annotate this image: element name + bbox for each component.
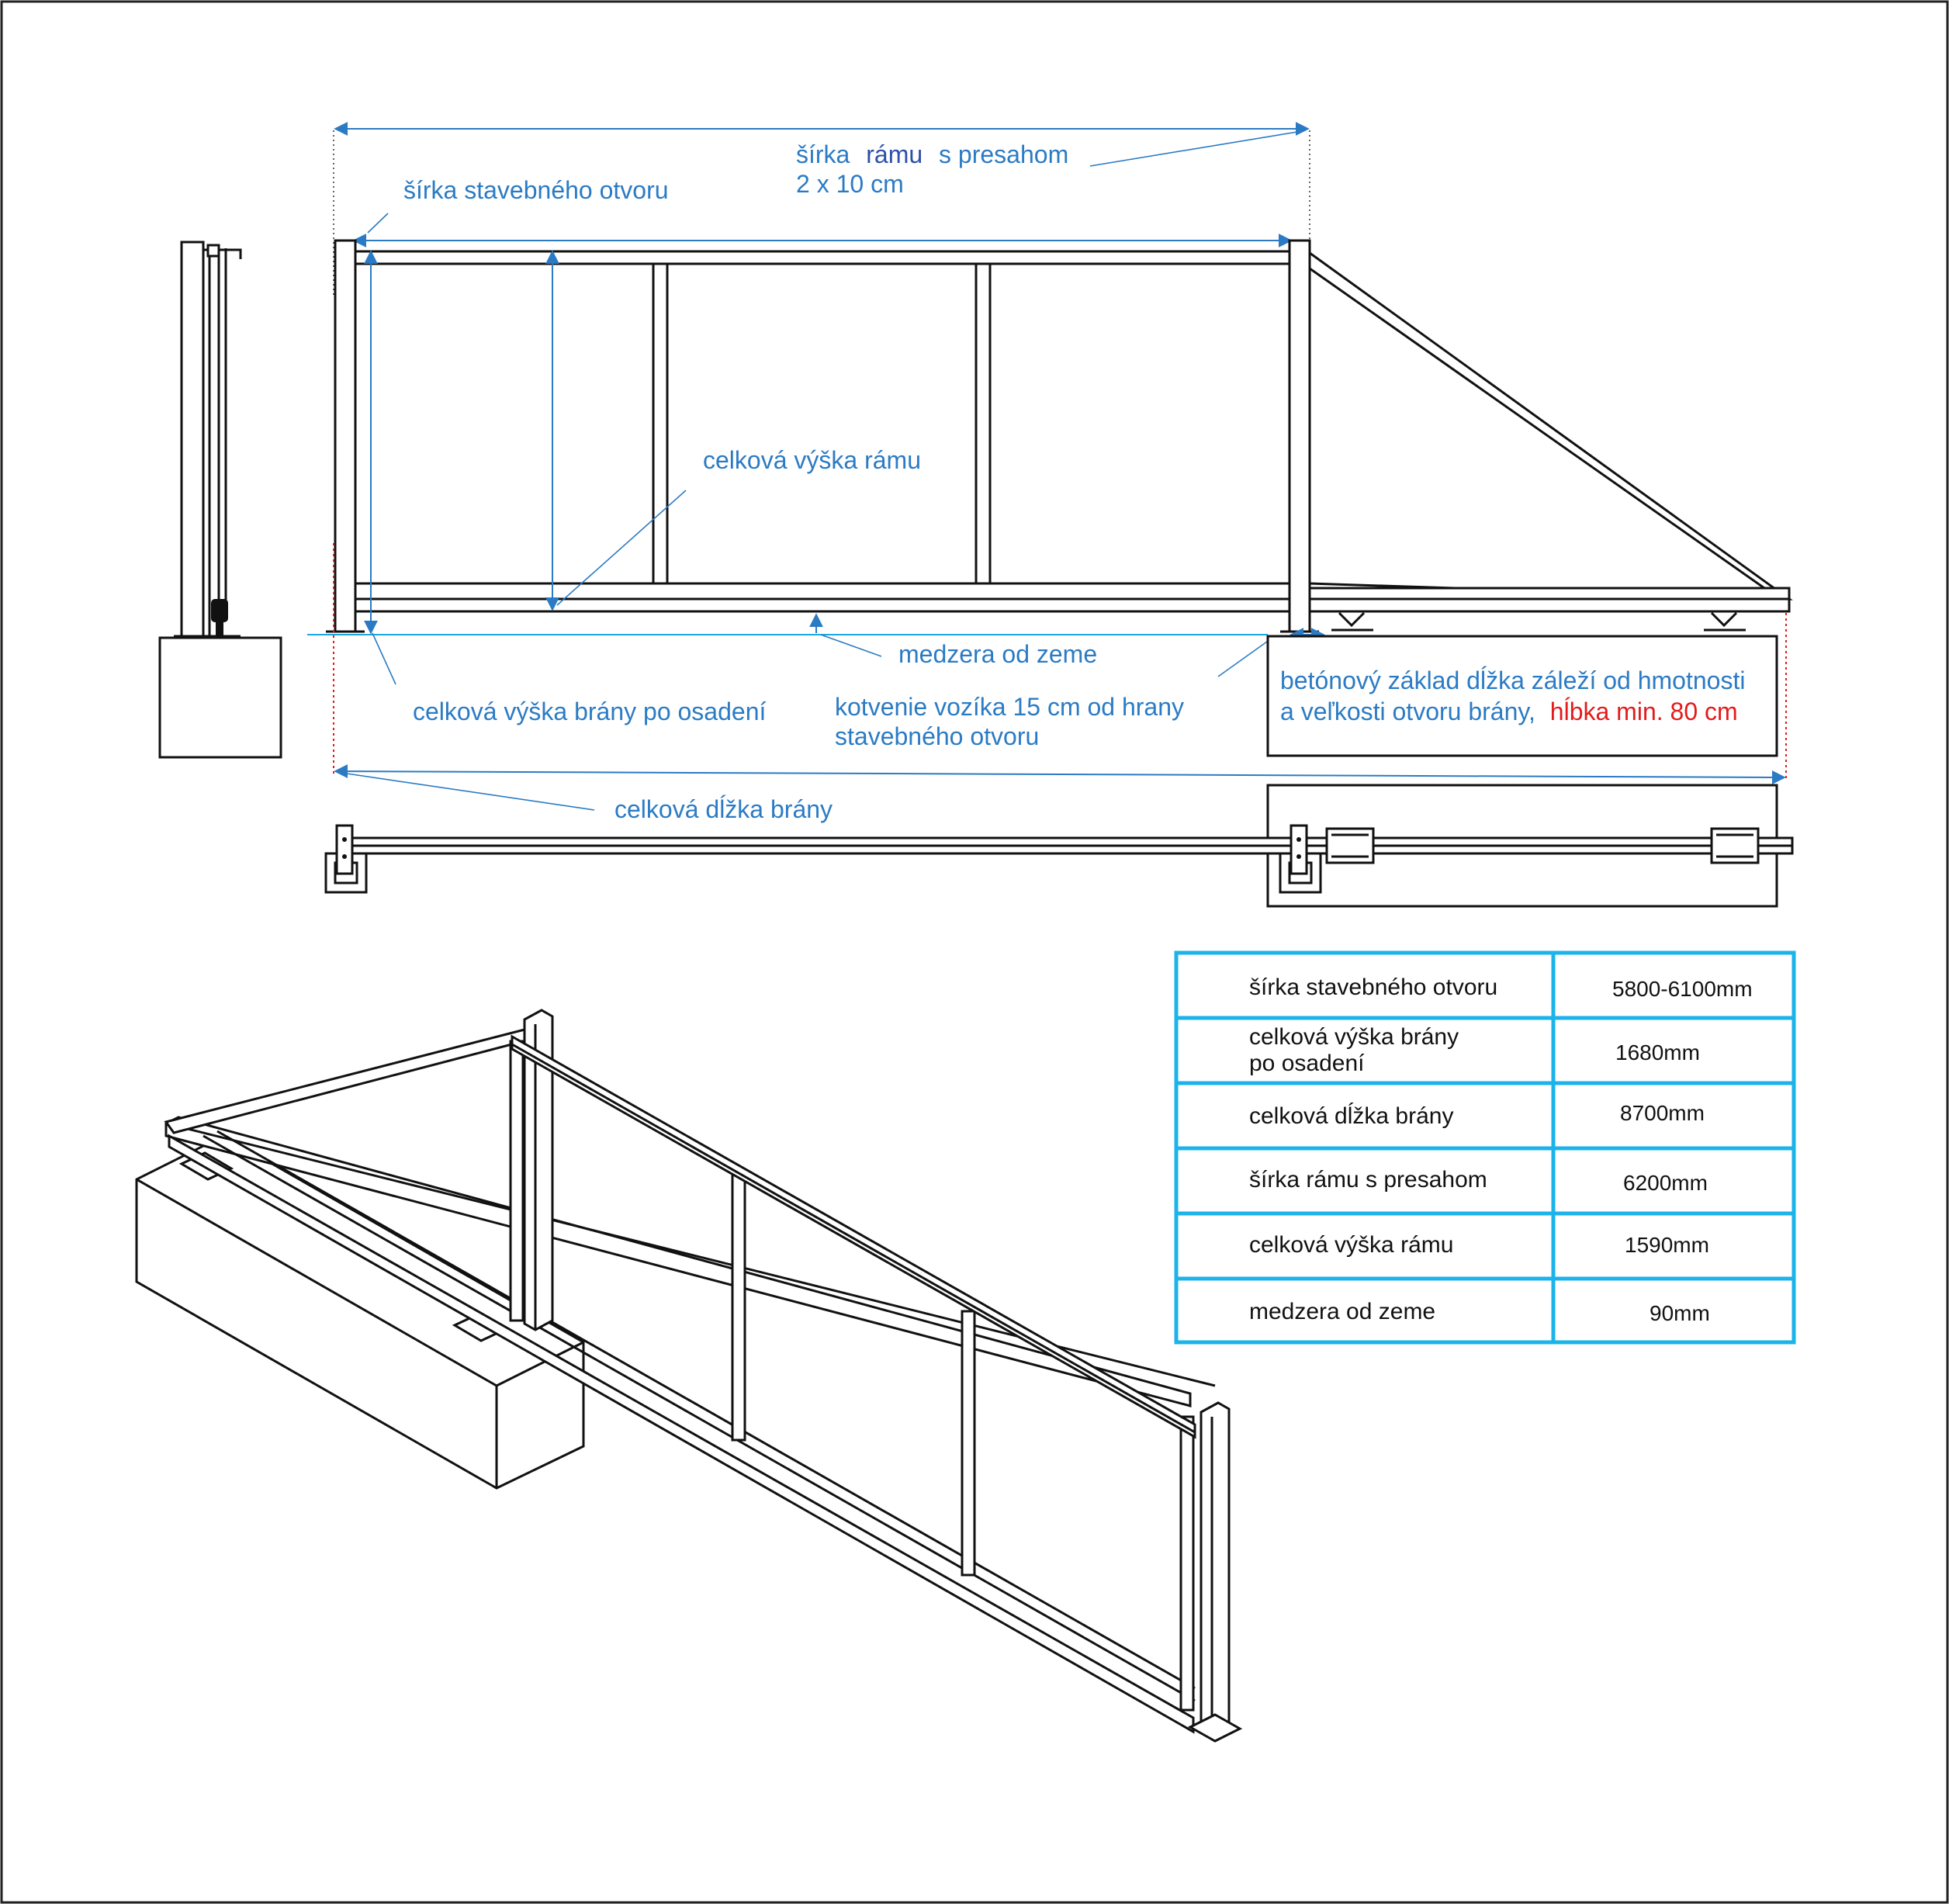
ground-gap-label: medzera od zeme [898,640,1097,668]
frame-width-overhang-label: 2 x 10 cm [796,170,904,198]
spec-table: šírka stavebného otvoru 5800-6100mm celk… [1174,950,1796,1345]
table-row-label: po osadení [1249,1051,1365,1076]
dimension-labels: šírka rámu s presahom 2 x 10 cm šírka st… [403,140,1745,823]
gate-length-label: celková dĺžka brány [614,795,833,823]
table-row-label: celková dĺžka brány [1249,1103,1453,1129]
opening-width-label: šírka stavebného otvoru [403,176,669,204]
table-row-label: šírka stavebného otvoru [1249,975,1497,1000]
anchoring-label-line2: stavebného otvoru [835,722,1039,750]
anchoring-label-line1: kotvenie vozíka 15 cm od hrany [835,693,1184,721]
table-row-value: 6200mm [1623,1171,1708,1195]
frame-height-label: celková výška rámu [703,446,921,474]
table-row-label: celková výška brány [1249,1024,1459,1050]
front-elevation [307,122,1793,811]
table-row-value: 8700mm [1620,1101,1705,1125]
side-foundation-block [158,636,282,759]
table-row-value: 90mm [1650,1301,1710,1325]
side-view [158,241,282,759]
gate-length-dimension [334,764,1786,784]
table-row-value: 5800-6100mm [1612,977,1753,1001]
gate-height-label: celková výška brány po osadení [413,698,766,725]
table-row-label: celková výška rámu [1249,1232,1453,1258]
frame-width-label: šírka rámu s presahom [796,140,1068,168]
foundation-label-line1: betónový základ dĺžka záleží od hmotnost… [1280,666,1745,694]
isometric-view [135,1009,1243,1743]
table-row-label: medzera od zeme [1249,1299,1435,1324]
table-row-value: 1680mm [1615,1040,1700,1065]
plan-view [324,784,1794,908]
front-foundation-block [1266,635,1778,757]
foundation-label-line2: a veľkosti otvoru brány, hĺbka min. 80 c… [1280,698,1738,725]
table-row-label: šírka rámu s presahom [1249,1167,1487,1193]
table-row-value: 1590mm [1625,1233,1709,1257]
